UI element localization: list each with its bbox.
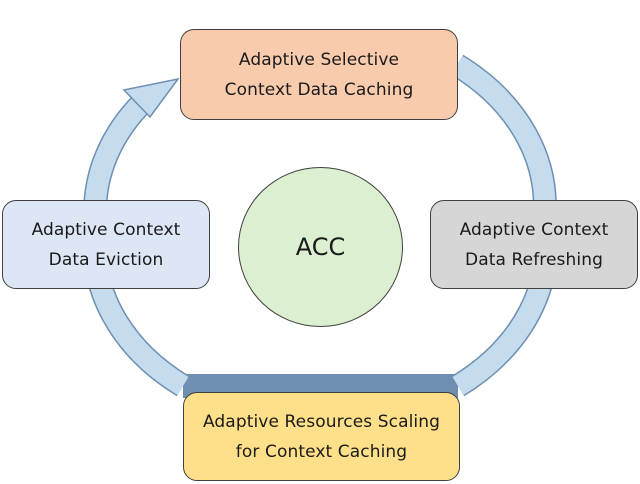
adaptive-resources-scaling-box: Adaptive Resources Scaling for Context C…	[183, 392, 460, 481]
cycle-arrow-head	[122, 77, 180, 119]
box-left-line2: Data Eviction	[48, 249, 164, 270]
box-bottom-line2: for Context Caching	[235, 441, 408, 462]
box-left-line1: Adaptive Context	[31, 219, 181, 240]
box-right-line1: Adaptive Context	[459, 219, 609, 240]
box-bottom-line1: Adaptive Resources Scaling	[202, 411, 441, 432]
adaptive-selective-caching-box: Adaptive Selective Context Data Caching	[180, 29, 458, 120]
acc-center-circle: ACC	[238, 167, 403, 327]
adaptive-data-eviction-box: Adaptive Context Data Eviction	[2, 200, 210, 289]
box-right-line2: Data Refreshing	[465, 249, 603, 270]
adaptive-data-refreshing-box: Adaptive Context Data Refreshing	[430, 200, 638, 289]
box-top-line2: Context Data Caching	[224, 79, 414, 100]
box-top-line1: Adaptive Selective	[238, 49, 400, 70]
center-label: ACC	[295, 233, 346, 261]
